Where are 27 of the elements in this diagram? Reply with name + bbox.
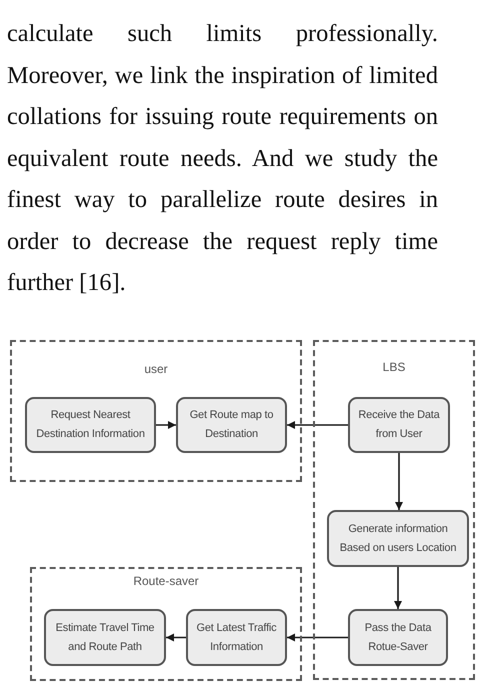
- process-box: [348, 397, 450, 453]
- box-label: Get Latest Traffic Information: [196, 620, 278, 654]
- box-label: Get Route map to Destination: [188, 408, 274, 442]
- box-label: Receive the Data from User: [357, 408, 441, 442]
- arrow: [166, 634, 186, 642]
- group-title: Route-saver: [133, 574, 199, 589]
- group-title: LBS: [382, 360, 406, 375]
- process-box: [25, 397, 156, 453]
- process-box: [186, 609, 287, 666]
- group-title: user: [144, 362, 168, 377]
- arrow: [395, 453, 403, 510]
- arrow: [287, 634, 348, 642]
- body-paragraph: calculate such limits professionally. Moreover, we link the inspiration of limited collations for issuing route requirements on equivalent route needs. And we study the finest way to parallelize route desires in order to decrease the request reply time further [16].: [7, 19, 438, 298]
- dashed-group-frame: [30, 567, 302, 681]
- arrow: [287, 421, 348, 429]
- arrow: [394, 567, 402, 609]
- box-label: Estimate Travel Time and Route Path: [54, 620, 156, 654]
- box-label: Request Nearest Destination Information: [35, 408, 146, 442]
- process-box: [176, 397, 287, 453]
- process-box: [327, 510, 469, 567]
- dashed-group-frame: [10, 340, 302, 482]
- process-box: [348, 609, 448, 666]
- box-label: Generate information Based on users Location: [338, 522, 458, 556]
- dashed-group-frame: [313, 340, 475, 680]
- arrow: [156, 421, 176, 429]
- process-box: [44, 609, 166, 666]
- box-label: Pass the Data Rotue-Saver: [364, 620, 432, 654]
